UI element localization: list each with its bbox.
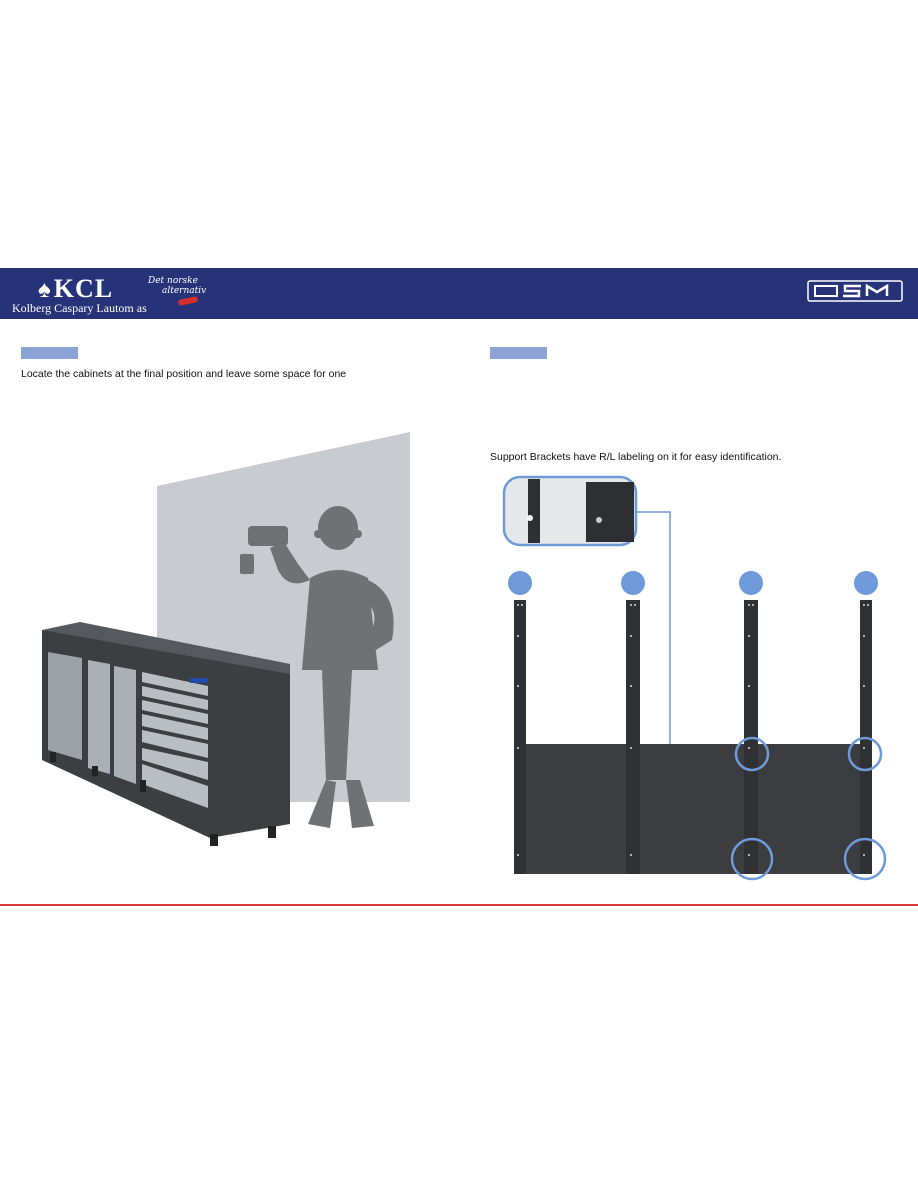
callout-leader-line (636, 511, 738, 755)
instruction-left: Locate the cabinets at the final positio… (21, 368, 347, 380)
bracket-diagram (502, 475, 887, 881)
worker-silhouette (240, 506, 394, 828)
cabinet-illustration (42, 432, 410, 846)
upright-holes (517, 604, 869, 856)
position-markers (508, 571, 878, 595)
flag-icon (177, 295, 199, 307)
footer-line (0, 904, 918, 906)
kcl-logo: ♠KCL (38, 274, 114, 303)
header-bar: ♠KCL Kolberg Caspary Lautom as Det norsk… (0, 268, 918, 319)
cabinet-badge (190, 678, 208, 683)
tagline: Det norske alternativ (148, 276, 206, 296)
osm-logo (807, 280, 903, 302)
cabinet-set (42, 622, 290, 846)
tagline-line1: Det norske (148, 276, 198, 286)
company-name: Kolberg Caspary Lautom as (12, 301, 147, 315)
position-marker-3 (739, 571, 763, 595)
highlight-rings (730, 736, 887, 881)
position-marker-1 (508, 571, 532, 595)
zoom-callout (502, 475, 738, 755)
position-marker-2 (621, 571, 645, 595)
step-label-left (21, 347, 78, 359)
step-label-right (490, 347, 547, 359)
position-marker-4 (854, 571, 878, 595)
spade-icon: ♠ (38, 277, 52, 303)
instruction-right: Support Brackets have R/L labeling on it… (490, 451, 782, 463)
back-panel (526, 744, 872, 874)
tagline-line2: alternativ (162, 286, 207, 296)
